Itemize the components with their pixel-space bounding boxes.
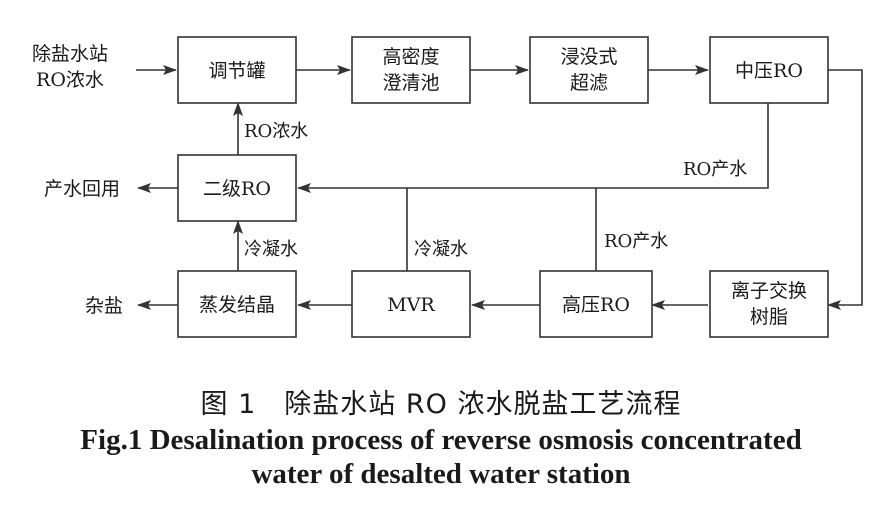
- node-mpro-label: 中压RO: [735, 60, 803, 82]
- node-ro2: 二级RO: [177, 154, 297, 222]
- node-clarifier: 高密度 澄清池: [351, 36, 471, 104]
- caption-english-line1: Fig.1 Desalination process of reverse os…: [80, 424, 802, 456]
- node-hpro-label: 高压RO: [562, 294, 630, 316]
- node-mvr-label: MVR: [387, 294, 435, 316]
- node-ix-line1: 离子交换: [731, 280, 807, 302]
- edge-mpro-product-to-ro2: [297, 103, 769, 193]
- label-ro-concentrate: RO浓水: [244, 121, 308, 142]
- node-ro2-label: 二级RO: [203, 178, 271, 200]
- node-clarifier-line2: 澄清池: [382, 72, 439, 94]
- node-uf-line1: 浸没式: [560, 46, 617, 68]
- label-ro-product-hp: RO产水: [604, 231, 668, 252]
- node-clarifier-line1: 高密度: [382, 46, 439, 68]
- edges: [136, 65, 863, 310]
- node-source: 除盐水站 RO浓水: [32, 43, 108, 91]
- node-source-line2: RO浓水: [36, 69, 104, 91]
- node-evap: 蒸发结晶: [177, 270, 297, 338]
- node-ix: 离子交换 树脂: [709, 270, 829, 338]
- node-salt-label: 杂盐: [85, 295, 123, 317]
- node-uf-line2: 超滤: [570, 72, 608, 94]
- caption-english-line2: water of desalted water station: [251, 458, 631, 490]
- node-hpro: 高压RO: [539, 270, 653, 338]
- caption-chinese: 图 1 除盐水站 RO 浓水脱盐工艺流程: [200, 389, 682, 420]
- node-reuse-label: 产水回用: [44, 178, 120, 200]
- node-tank: 调节罐: [177, 36, 297, 104]
- node-salt: 杂盐: [85, 295, 123, 317]
- flow-diagram: RO浓水 RO产水 RO产水 冷凝水 冷凝水 除盐水站 RO浓水 产水回用 杂盐…: [32, 36, 863, 338]
- label-condensate-evap: 冷凝水: [244, 239, 298, 260]
- node-source-line1: 除盐水站: [32, 43, 108, 65]
- node-mvr: MVR: [351, 270, 471, 338]
- node-reuse: 产水回用: [44, 178, 120, 200]
- node-ix-line2: 树脂: [750, 306, 788, 328]
- label-ro-product-mp: RO产水: [683, 159, 747, 180]
- node-mpro: 中压RO: [709, 36, 829, 104]
- node-tank-label: 调节罐: [208, 60, 265, 82]
- node-evap-label: 蒸发结晶: [199, 294, 275, 316]
- label-condensate-mvr: 冷凝水: [414, 239, 468, 260]
- node-uf: 浸没式 超滤: [529, 36, 649, 104]
- edge-mpro-to-ix: [827, 69, 863, 310]
